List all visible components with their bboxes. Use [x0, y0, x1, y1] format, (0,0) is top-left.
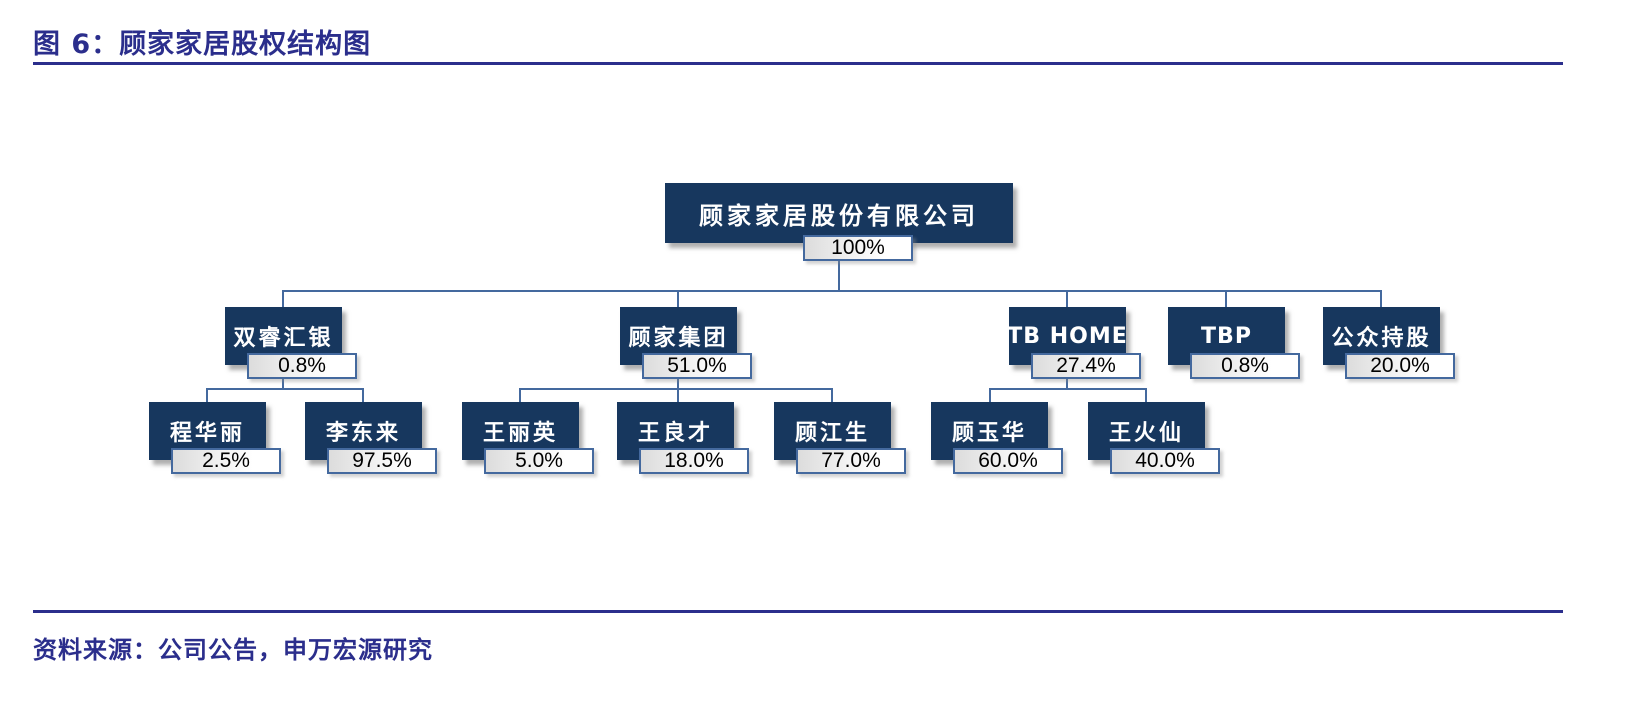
connector-drop-gongzhongchigu — [1380, 290, 1382, 307]
connector-shuangrui-bus — [207, 388, 364, 390]
connector-drop-gujiangsheng — [831, 388, 833, 402]
connector-shuangrui-down — [282, 375, 284, 388]
org-node-wangliying-pct: 5.0% — [484, 448, 594, 474]
org-node-tbp-pct: 0.8% — [1190, 353, 1300, 379]
org-node-gujiangsheng-pct: 77.0% — [796, 448, 906, 474]
connector-drop-guyuhua — [989, 388, 991, 402]
connector-drop-gujiajituan — [677, 290, 679, 307]
connector-drop-tbp — [1225, 290, 1227, 307]
connector-tbhome-down — [1066, 375, 1068, 388]
connector-gujiajituan-bus — [520, 388, 833, 390]
source-note: 资料来源：公司公告，申万宏源研究 — [33, 636, 433, 664]
connector-drop-tbhome — [1066, 290, 1068, 307]
connector-drop-chenghuali — [206, 388, 208, 402]
org-node-chenghuali-pct: 2.5% — [171, 448, 281, 474]
org-node-wanghuoxian-pct: 40.0% — [1110, 448, 1220, 474]
figure-title: 图 6：顾家家居股权结构图 — [33, 29, 372, 60]
org-node-gujiajituan-pct: 51.0% — [642, 353, 752, 379]
connector-drop-wangliying — [519, 388, 521, 402]
org-node-tbhome-pct: 27.4% — [1031, 353, 1141, 379]
org-node-guyuhua-pct: 60.0% — [953, 448, 1063, 474]
org-node-company: 顾家家居股份有限公司 — [665, 183, 1013, 243]
connector-root-drop — [838, 258, 840, 290]
connector-drop-lidonglai — [362, 388, 364, 402]
title-underline — [33, 62, 1563, 65]
org-node-gongzhongchigu-pct: 20.0% — [1345, 353, 1455, 379]
footer-rule — [33, 610, 1563, 613]
connector-tbhome-bus — [990, 388, 1147, 390]
connector-drop-shuangruihuiyin — [282, 290, 284, 307]
org-node-shuangruihuiyin-pct: 0.8% — [247, 353, 357, 379]
org-node-lidonglai-pct: 97.5% — [327, 448, 437, 474]
org-node-wangliangcai-pct: 18.0% — [639, 448, 749, 474]
connector-level2-bus — [283, 290, 1382, 292]
connector-drop-wanghuoxian — [1145, 388, 1147, 402]
org-node-company-pct: 100% — [803, 235, 913, 261]
